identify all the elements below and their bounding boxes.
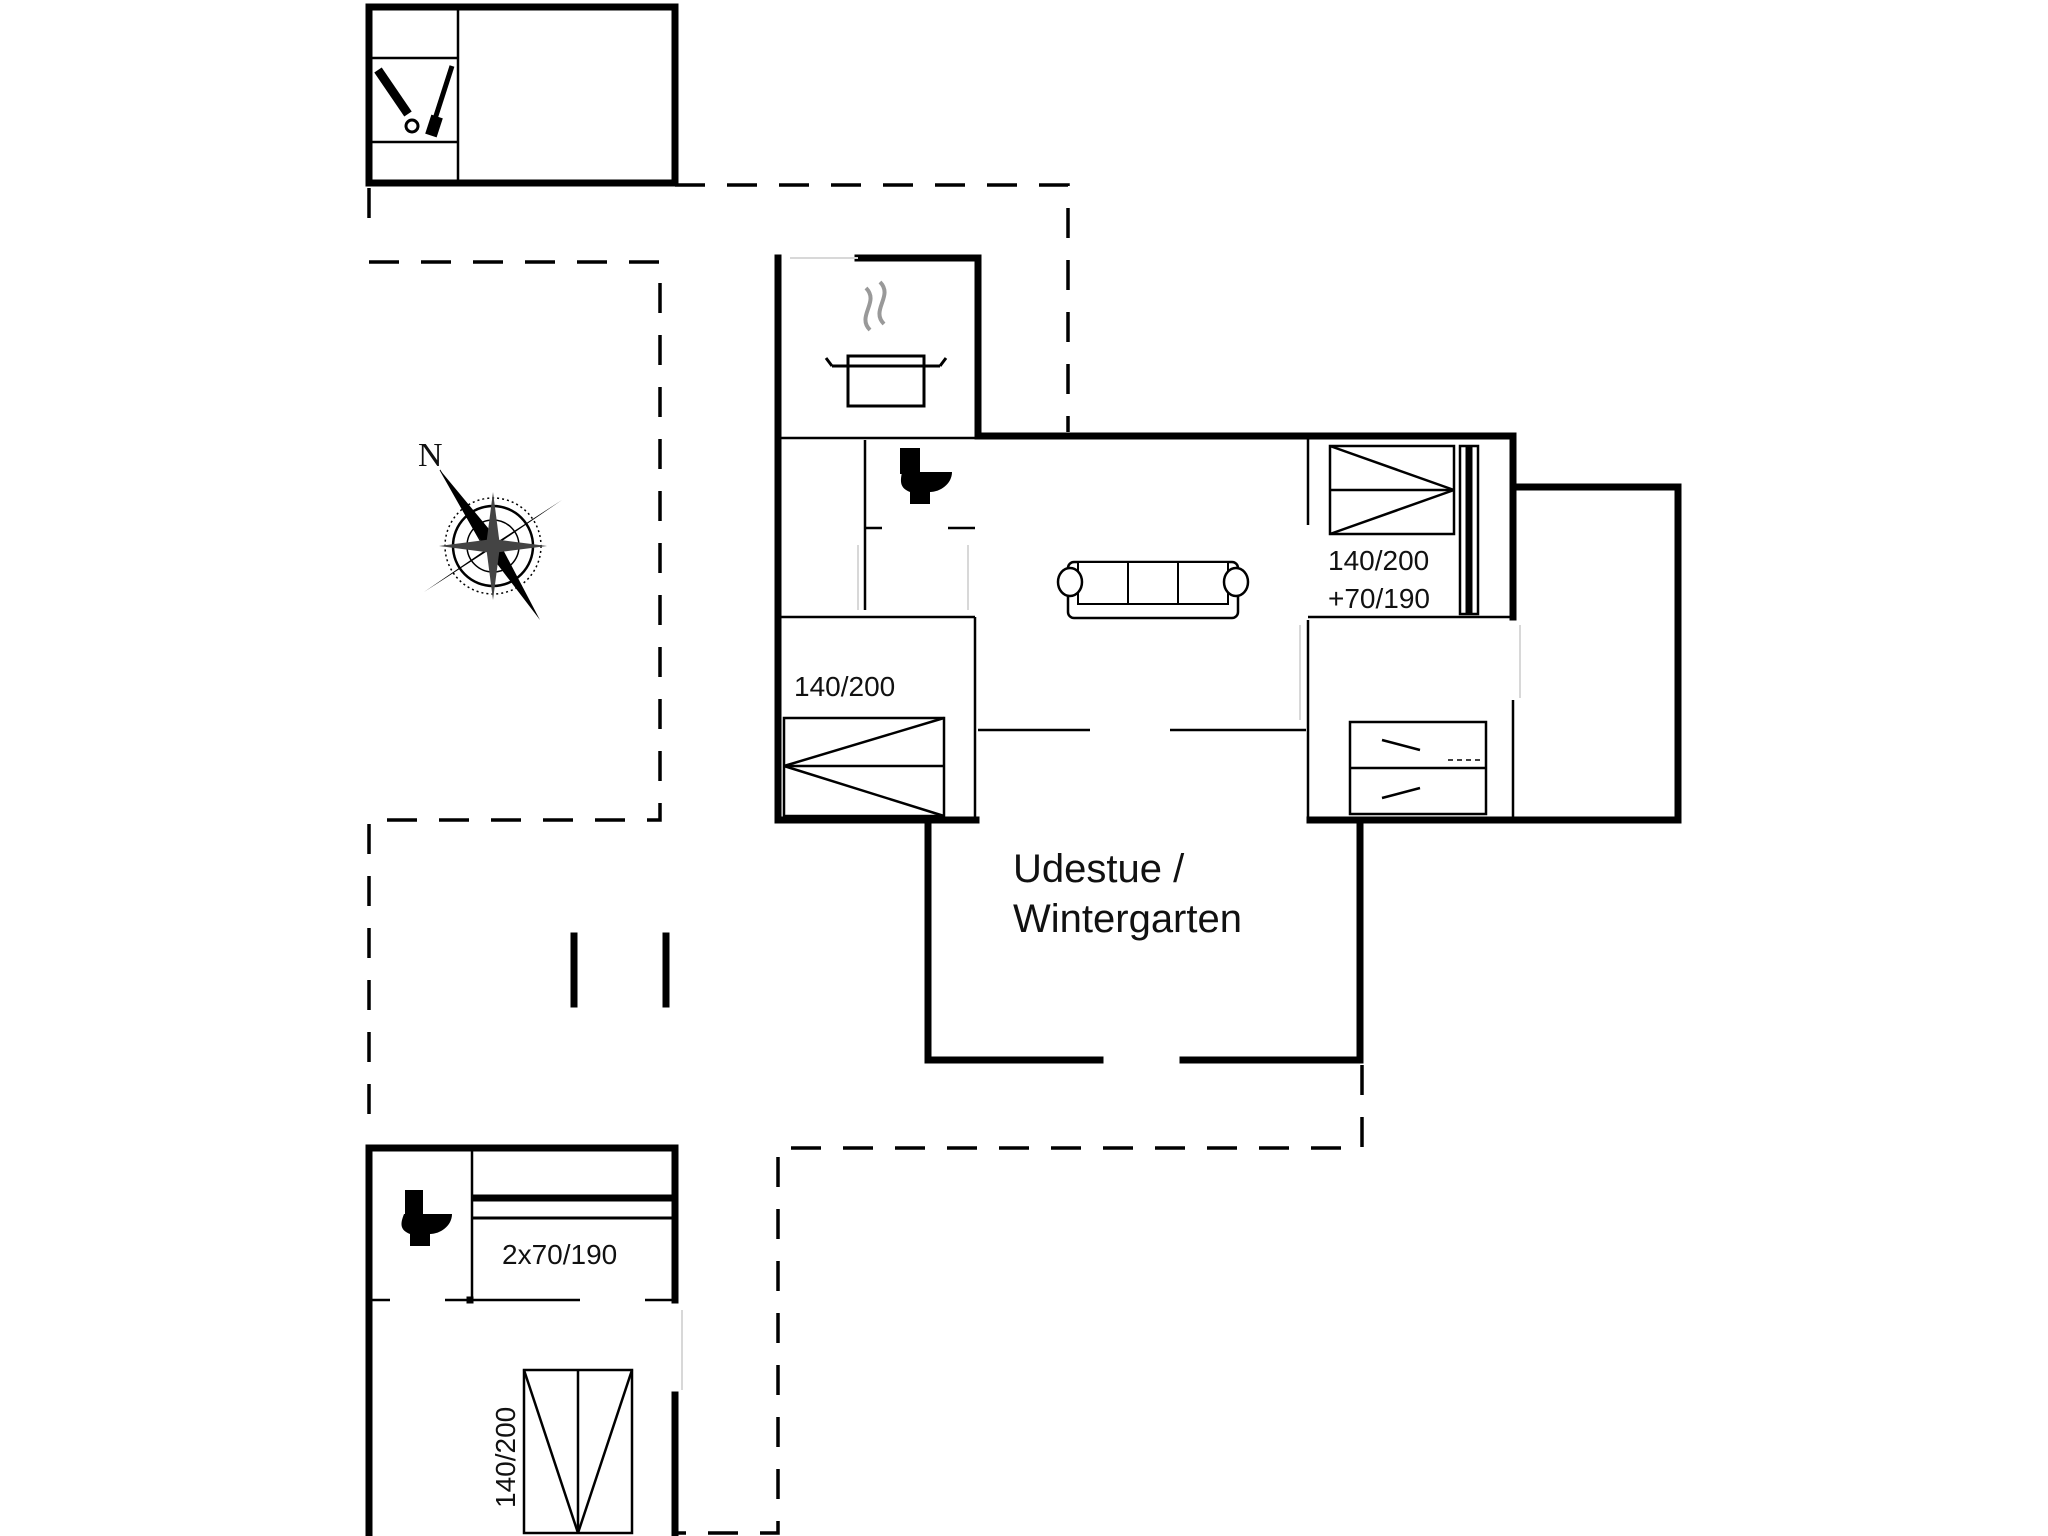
bed-size-label: 140/200: [794, 671, 895, 702]
compass-north-label: N: [418, 437, 443, 474]
bed-size-label: 2x70/190: [502, 1239, 617, 1270]
sofa-icon: [1056, 560, 1250, 620]
bed-annex-double: [522, 1368, 634, 1535]
annex: [365, 1144, 683, 1536]
cooking-pot-icon: [824, 280, 948, 408]
terrace-outline: [367, 183, 1364, 1535]
pergola-posts: [570, 932, 670, 1008]
bed-size-label: +70/190: [1328, 583, 1430, 614]
bed-left-bedroom: [782, 716, 946, 818]
toilet-icon: [401, 1190, 452, 1246]
bunk-bed: [1348, 720, 1488, 816]
bed-living-right: [1328, 444, 1480, 616]
toilet-icon: [900, 448, 952, 504]
bed-size-label: 140/200: [490, 1407, 521, 1508]
room-label: Udestue /: [1013, 847, 1185, 891]
shed: [365, 3, 679, 187]
tools-icon: [374, 65, 455, 138]
compass-rose-icon: N: [418, 437, 562, 620]
bed-size-label: 140/200: [1328, 545, 1429, 576]
room-label: Wintergarten: [1013, 897, 1242, 941]
main-house: [774, 254, 1682, 1064]
